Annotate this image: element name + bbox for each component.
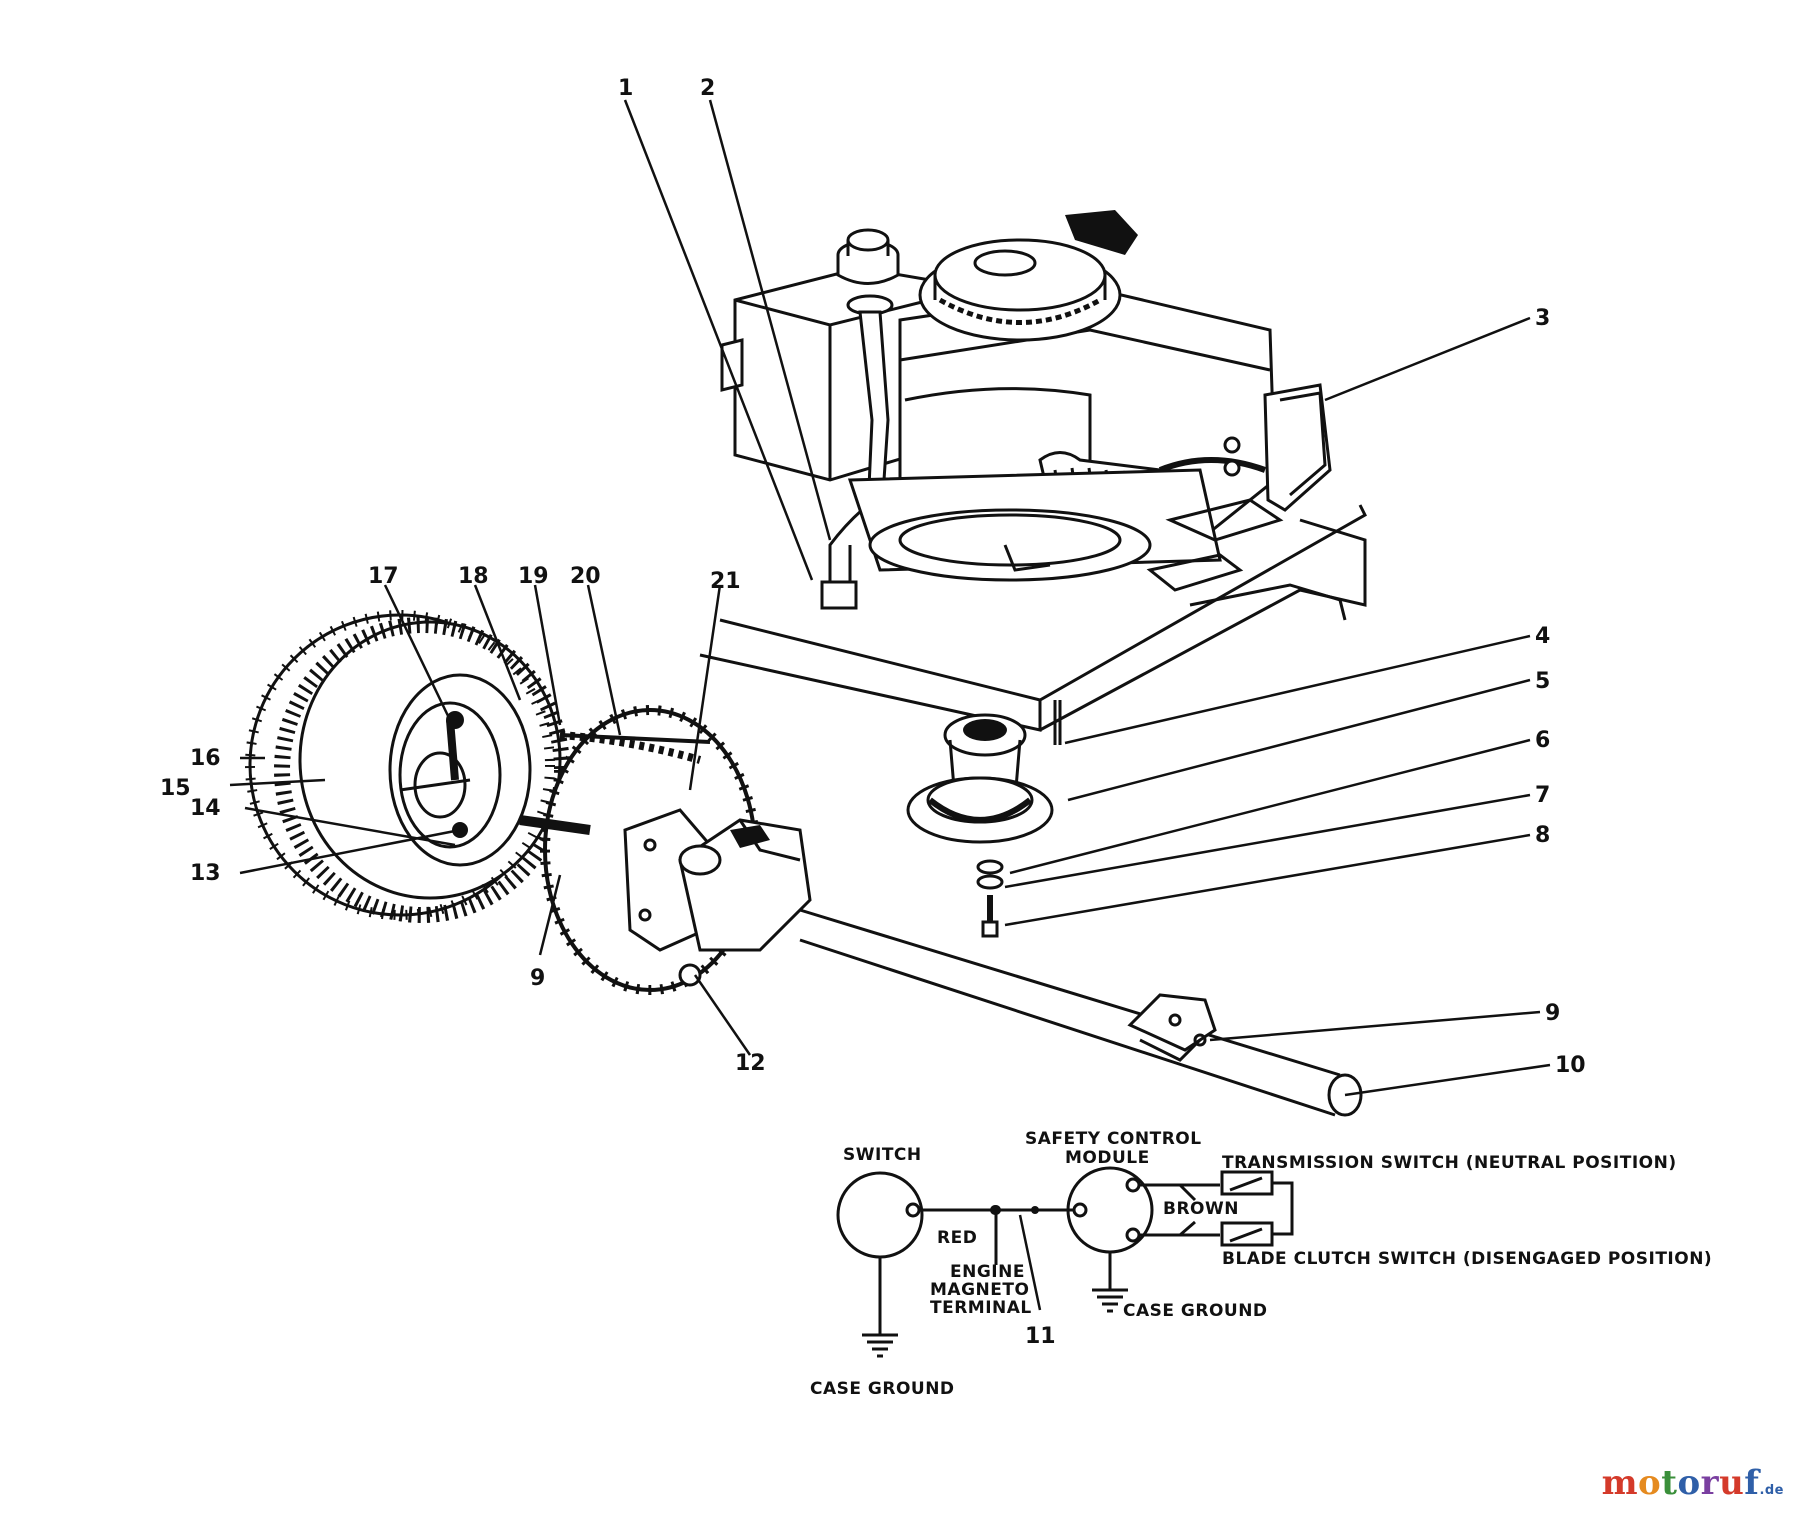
callout-1: 1 — [618, 76, 633, 101]
callout-14: 14 — [190, 796, 221, 821]
axle-shaft — [799, 908, 1363, 1117]
engine-magneto-label-1: ENGINE — [950, 1262, 1025, 1282]
wiring-schematic: SWITCH SAFETY CONTROL MODULE RED BROWN E… — [810, 1129, 1712, 1399]
watermark-letter: m — [1601, 1463, 1639, 1503]
callout-11: 11 — [1025, 1324, 1056, 1349]
watermark-letter: u — [1719, 1463, 1745, 1503]
callout-13: 13 — [190, 861, 221, 886]
callout-5: 5 — [1535, 669, 1550, 694]
red-wire-label: RED — [937, 1228, 977, 1248]
blade-clutch-switch-label: BLADE CLUTCH SWITCH (DISENGAGED POSITION… — [1222, 1249, 1712, 1269]
rear-wheel — [245, 610, 570, 923]
watermark-letter: t — [1661, 1463, 1678, 1503]
callout-6: 6 — [1535, 728, 1550, 753]
safety-module-label-1: SAFETY CONTROL — [1025, 1129, 1202, 1149]
callout-18: 18 — [458, 564, 489, 589]
callout-10: 10 — [1555, 1053, 1586, 1078]
switch-label: SWITCH — [843, 1145, 922, 1165]
callout-7: 7 — [1535, 783, 1550, 808]
watermark-letter: o — [1677, 1463, 1701, 1503]
watermark-letter: f — [1744, 1463, 1760, 1503]
starter-handle — [1065, 210, 1138, 255]
callout-8: 8 — [1535, 823, 1550, 848]
watermark-logo: motoruf.de — [1602, 1463, 1784, 1503]
watermark-letter: r — [1700, 1463, 1720, 1503]
callout-numbers: 1 2 3 4 5 6 7 8 9 9 10 11 12 13 14 15 16… — [160, 76, 1586, 1349]
engine — [720, 210, 1332, 610]
safety-module-label-2: MODULE — [1065, 1148, 1150, 1168]
engine-magneto-label-3: TERMINAL — [930, 1298, 1032, 1318]
callout-9-right: 9 — [1545, 1001, 1560, 1026]
callout-19: 19 — [518, 564, 549, 589]
case-ground-right-label: CASE GROUND — [1123, 1301, 1268, 1321]
callout-16: 16 — [190, 746, 221, 771]
watermark-text: motoruf — [1602, 1463, 1760, 1503]
callout-3: 3 — [1535, 306, 1550, 331]
brown-wire-label: BROWN — [1163, 1199, 1239, 1219]
engine-magneto-label-2: MAGNETO — [930, 1280, 1029, 1300]
mounting-plate — [699, 498, 1367, 745]
leader-lines — [229, 99, 1551, 1311]
watermark-suffix: .de — [1759, 1483, 1784, 1498]
callout-15: 15 — [160, 776, 191, 801]
callout-20: 20 — [570, 564, 601, 589]
recoil-starter — [918, 238, 1122, 342]
transmission-switch-label: TRANSMISSION SWITCH (NEUTRAL POSITION) — [1222, 1153, 1677, 1173]
callout-17: 17 — [368, 564, 399, 589]
watermark-letter: o — [1638, 1463, 1662, 1503]
pulley-assembly — [906, 713, 1054, 938]
callout-9-left: 9 — [530, 966, 545, 991]
callout-2: 2 — [700, 76, 715, 101]
transmission — [519, 808, 812, 987]
case-ground-left-label: CASE GROUND — [810, 1379, 955, 1399]
callout-21: 21 — [710, 569, 741, 594]
muffler — [1263, 383, 1332, 512]
callout-12: 12 — [735, 1051, 766, 1076]
fuel-cap — [836, 228, 900, 285]
callout-4: 4 — [1535, 624, 1550, 649]
